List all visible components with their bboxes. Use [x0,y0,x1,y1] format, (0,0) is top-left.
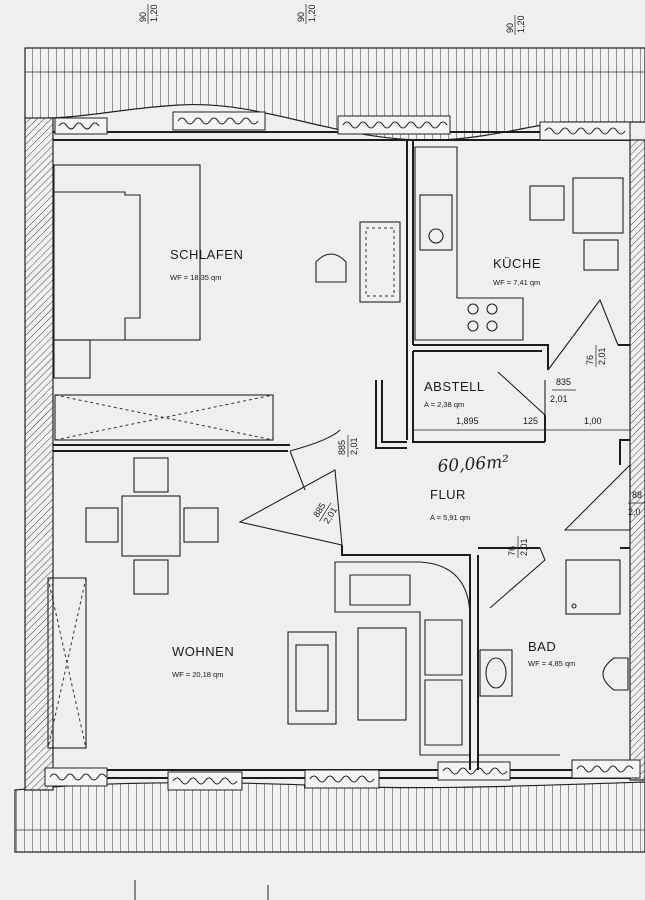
dim-door-bad-b: 2,01 [519,538,529,556]
dim-top-2: 90 1,20 [296,4,317,24]
window-top-1 [54,117,108,135]
dim-top-3-b: 1,20 [516,15,526,33]
dim-door-abstell: 835 2,01 [550,377,576,404]
wardrobe [54,394,274,441]
room-area-flur: A = 5,91 qm [430,513,470,522]
desk-schlafen [359,221,401,303]
dim-door-abstell-b: 2,01 [550,394,568,404]
window-top-4 [539,121,631,141]
room-label-schlafen: SCHLAFEN [170,247,243,262]
coffee-table [357,627,407,721]
kitchen-counter [414,146,524,341]
dim-door-schlafen: 885 2,01 [337,435,359,457]
roof-bottom [14,781,645,853]
shower [565,559,621,615]
chair-schlafen [315,253,347,283]
bed [53,164,201,379]
dimension-ticks [134,880,269,900]
dim-door-kueche: 76 2,01 [585,345,607,367]
room-area-wohnen: WF = 20,18 qm [172,670,223,679]
dim-door-right: 88 2,0 [628,490,645,517]
room-label-wohnen: WOHNEN [172,644,234,659]
door-schlafen [289,429,341,491]
roof-top [24,47,645,141]
room-area-schlafen: WF = 18,35 qm [170,273,221,282]
door-kueche [547,298,619,371]
dim-top-2-b: 1,20 [307,4,317,22]
dim-abstell-lines: 1,895 125 1,00 [413,416,630,431]
washbasin [479,649,513,697]
dim-top-3-a: 90 [505,23,515,33]
window-bottom-5 [571,759,641,779]
dim-door-right-b: 2,0 [628,507,641,517]
window-bottom-1 [44,767,108,787]
door-right [563,463,631,531]
dim-flur-width: 1,00 [584,416,602,426]
dim-door-kueche-a: 76 [585,355,595,365]
room-area-abstell: A = 2,38 qm [424,400,464,409]
dim-door-schlafen-b: 2,01 [349,437,359,455]
dim-door-schlafen-a: 885 [337,440,347,455]
room-label-abstell: ABSTELL [424,379,485,394]
room-label-flur: FLUR [430,487,466,502]
door-wohnen [238,469,343,546]
dim-door-bad-a: 76 [507,546,517,556]
dim-door-kueche-b: 2,01 [597,347,607,365]
window-top-3 [337,115,451,135]
kitchen-table [529,177,624,271]
dim-top-1-b: 1,20 [149,4,159,22]
cabinet-wohnen [47,577,87,749]
dim-abstell-depth: 125 [523,416,538,426]
sofa [334,561,471,756]
dim-top-2-a: 90 [296,12,306,22]
room-label-bad: BAD [528,639,556,654]
window-bottom-4 [437,761,511,781]
dim-door-abstell-a: 835 [556,377,571,387]
dim-door-right-a: 88 [632,490,642,500]
dim-top-3: 90 1,20 [505,15,526,35]
room-label-kueche: KÜCHE [493,256,541,271]
door-abstell [497,371,546,417]
room-area-bad: WF = 4,85 qm [528,659,575,668]
armchair [287,631,337,725]
window-bottom-3 [304,769,380,789]
dim-top-1: 90 1,20 [138,4,159,24]
dim-door-bad: 76 2,01 [507,536,529,558]
toilet [602,657,629,691]
room-area-kueche: WF = 7,41 qm [493,278,540,287]
window-bottom-2 [167,771,243,791]
dim-top-1-a: 90 [138,12,148,22]
handwritten-total-area: 60,06m² [437,452,510,477]
window-top-2 [172,111,266,131]
dining-table [85,457,219,595]
door-bad [489,547,546,609]
dim-abstell-width: 1,895 [456,416,479,426]
